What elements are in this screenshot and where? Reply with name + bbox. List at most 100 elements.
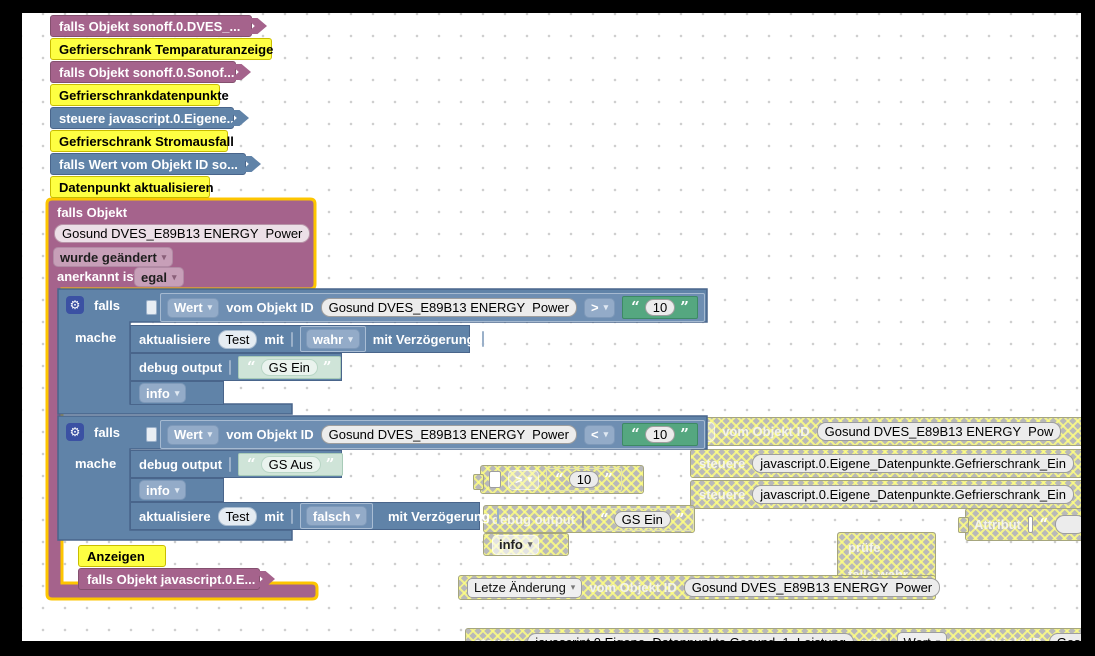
if1-update-statement[interactable]: aktualisiere Test mit wahr mit Verzögeru…	[130, 325, 484, 353]
bool-dropdown[interactable]: wahr	[305, 329, 360, 349]
collapsed-trigger-block-2[interactable]: falls Objekt sonoff.0.Sonof...	[50, 61, 251, 83]
operator-dropdown[interactable]: <	[584, 424, 616, 445]
disabled-string-block[interactable]: GS Ein	[591, 507, 694, 531]
debug-output-label: debug output	[492, 511, 576, 527]
object-id-field[interactable]: Gosund DVES_E89B13 ENERGY Power	[320, 425, 577, 444]
comment-block-anzeigen[interactable]: Anzeigen	[78, 545, 166, 567]
disabled-bottom-steuere-block[interactable]: steuere javascript.0.Eigene_Datenpunkte.…	[465, 628, 1081, 641]
string-value-field[interactable]: 10	[568, 471, 600, 488]
shadow-value-block[interactable]: falsch	[299, 503, 373, 529]
dropdown-value: info	[499, 537, 523, 552]
blockly-canvas[interactable]: Wert vom Objekt ID Gosund DVES_E89B13 EN…	[22, 13, 1081, 641]
string-value-field[interactable]	[1055, 515, 1081, 534]
collapsed-trigger-block-1[interactable]: falls Objekt sonoff.0.DVES_...	[50, 15, 267, 37]
object-id-field[interactable]: Gosund DVES_E89B13 ENERGY Power	[320, 298, 577, 317]
dropdown-arrow-icon	[208, 430, 213, 439]
close-quote-icon	[680, 427, 689, 442]
disabled-steuere-block-2[interactable]: steuere javascript.0.Eigene_Datenpunkte.…	[690, 480, 1081, 509]
loglevel-dropdown[interactable]: info	[139, 383, 187, 403]
debug-output-label: debug output	[139, 359, 223, 375]
delay-checkbox[interactable]	[481, 331, 484, 347]
loglevel-dropdown[interactable]: info	[139, 480, 187, 500]
dropdown-arrow-icon	[172, 273, 177, 282]
trigger-object-id-field[interactable]: Gosund DVES_E89B13 ENERGY Power	[54, 224, 311, 243]
object-id-field[interactable]: javascript.0.Eigene_Datenpunkte.Gefriers…	[752, 454, 1074, 473]
bool-dropdown[interactable]: falsch	[305, 506, 367, 526]
disabled-steuere-block-1[interactable]: steuere javascript.0.Eigene_Datenpunkte.…	[690, 449, 1081, 478]
disabled-letzte-aenderung-block[interactable]: Letze Änderung vom Objekt ID Gosund DVES…	[458, 575, 941, 600]
open-quote-icon	[631, 300, 640, 315]
socket	[887, 633, 890, 641]
disabled-string-block[interactable]: 10	[546, 468, 622, 491]
collapsed-arrow-icon	[230, 64, 251, 80]
if2-loglevel-row[interactable]: info	[130, 478, 224, 502]
socket	[146, 427, 157, 442]
collapsed-action-block-1[interactable]: steuere javascript.0.Eigene...	[50, 107, 249, 129]
if-keyword: falls	[94, 298, 121, 313]
collapsed-child-trigger-block[interactable]: falls Objekt javascript.0.E...	[78, 568, 275, 590]
trigger-change-dropdown[interactable]: wurde geändert	[53, 247, 174, 267]
value-select-dropdown[interactable]: Wert	[167, 297, 220, 318]
object-id-field[interactable]: Gosund DVES_E89B13 ENERGY Pow	[816, 422, 1062, 441]
comment-block-1[interactable]: Gefrierschrank Temparaturanzeige	[50, 38, 273, 60]
delay-checkbox[interactable]	[496, 508, 499, 524]
string-value-field[interactable]: 10	[644, 426, 676, 443]
disabled-debug-loglevel[interactable]: info	[483, 533, 569, 556]
mit-label: mit	[264, 508, 284, 524]
letzte-aenderung-dropdown[interactable]: Letze Änderung	[467, 577, 583, 598]
shadow-string-block[interactable]: GS Ein	[238, 355, 341, 379]
comment-block-2[interactable]: Gefrierschrankdatenpunkte	[50, 84, 229, 106]
if2-condition-block[interactable]: Wert vom Objekt ID Gosund DVES_E89B13 EN…	[160, 420, 705, 449]
block-label: falls Objekt sonoff.0.Sonof...	[59, 64, 235, 80]
mutator-gear-icon[interactable]	[66, 296, 84, 314]
disabled-compare-block[interactable]: > 10	[473, 465, 644, 494]
string-block[interactable]: 10	[622, 296, 698, 319]
comment-block-3[interactable]: Gefrierschrank Stromausfall	[50, 130, 234, 152]
object-id-field[interactable]: javascript.0.Eigene_Datenpunkte.Gefriers…	[752, 485, 1074, 504]
dropdown-value: wahr	[312, 331, 344, 347]
shadow-value-block[interactable]: wahr	[299, 326, 366, 352]
object-id-field[interactable]: Gosund DVES_E89B13 ENERGY Power	[683, 578, 941, 597]
if1-condition-block[interactable]: Wert vom Objekt ID Gosund DVES_E89B13 EN…	[160, 293, 705, 322]
object-id-field[interactable]: Gosu	[1048, 632, 1081, 641]
block-label: falls Objekt javascript.0.E...	[87, 571, 256, 587]
of-object-id-label: vom Objekt ID	[722, 424, 810, 439]
string-value-field[interactable]: 10	[644, 299, 676, 316]
dropdown-value: >	[591, 300, 599, 315]
collapsed-arrow-icon	[228, 110, 249, 126]
value-select-dropdown[interactable]: Wert	[167, 424, 220, 445]
dropdown-arrow-icon	[355, 512, 360, 521]
comment-text: Anzeigen	[87, 548, 145, 564]
disabled-attribut-block[interactable]: Attribut	[958, 508, 1081, 541]
if1-loglevel-row[interactable]: info	[130, 381, 224, 405]
string-value-field[interactable]: GS Aus	[260, 455, 321, 473]
comment-block-4[interactable]: Datenpunkt aktualisieren	[50, 176, 214, 198]
datapoint-field[interactable]: Test	[217, 329, 258, 349]
pruefe-label: prüfe	[848, 539, 881, 555]
dropdown-arrow-icon	[604, 303, 609, 312]
string-value-field[interactable]: GS Ein	[613, 510, 671, 528]
trigger-block-title: falls Objekt	[57, 205, 128, 220]
mit-label: mit	[861, 635, 881, 642]
datapoint-field[interactable]: Test	[217, 506, 258, 526]
block-label: falls Objekt sonoff.0.DVES_...	[59, 18, 241, 34]
if-keyword: falls	[94, 425, 121, 440]
shadow-string-block[interactable]: GS Aus	[238, 452, 344, 476]
wert-dropdown[interactable]: Wert	[896, 632, 948, 641]
ack-label: anerkannt ist	[57, 269, 138, 284]
if2-update-statement[interactable]: aktualisiere Test mit falsch mit Verzöge…	[130, 502, 499, 530]
operator-dropdown[interactable]: >	[584, 297, 616, 318]
string-value-field[interactable]: GS Ein	[260, 358, 318, 376]
puzzle-tab-icon	[958, 517, 969, 533]
mutator-gear-icon[interactable]	[66, 423, 84, 441]
dropdown-value: wurde geändert	[60, 249, 157, 265]
if2-debug-statement[interactable]: debug output GS Aus	[130, 450, 344, 478]
collapsed-action-block-2[interactable]: falls Wert vom Objekt ID so...	[50, 153, 261, 175]
disabled-operator-dropdown[interactable]: >	[508, 469, 540, 490]
if1-debug-statement[interactable]: debug output GS Ein	[130, 353, 342, 381]
steuere-label: steuere	[699, 456, 746, 471]
disabled-debug-block[interactable]: debug output GS Ein	[483, 505, 695, 533]
ack-dropdown[interactable]: egal	[134, 267, 184, 287]
string-block[interactable]: 10	[622, 423, 698, 446]
loglevel-dropdown[interactable]: info	[492, 534, 540, 555]
